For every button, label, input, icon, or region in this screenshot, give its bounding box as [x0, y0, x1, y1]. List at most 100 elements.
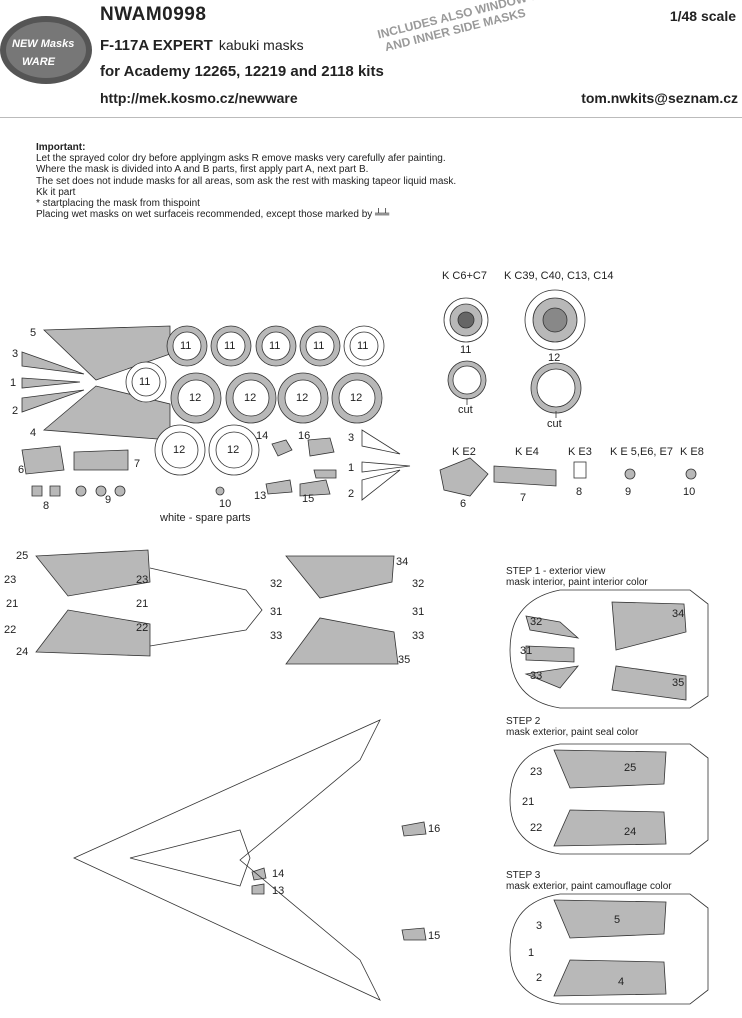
- part-num: 25: [624, 762, 637, 774]
- ring-label-11: 11: [269, 340, 281, 352]
- ring-label-12: 12: [350, 392, 363, 404]
- part-num-8: 8: [576, 486, 583, 498]
- ring-label-12: 12: [227, 444, 240, 456]
- part-num: 35: [398, 654, 411, 666]
- part-num: 3: [536, 920, 543, 932]
- kit-label-c6c7: K C6+C7: [442, 270, 487, 282]
- ring-label-11: 11: [313, 340, 325, 352]
- product-code: NWAM0998: [100, 4, 207, 25]
- part-num: 31: [270, 606, 283, 618]
- note-line: Let the sprayed color dry before applyin…: [36, 153, 446, 165]
- ring-11-row: [125, 325, 385, 403]
- part-num: 7: [134, 458, 141, 470]
- part-num: 13: [254, 490, 267, 502]
- cut-label-2: cut: [547, 418, 562, 430]
- part-num: 23: [136, 574, 149, 586]
- kit-compat: for Academy 12265, 12219 and 2118 kits: [100, 63, 384, 80]
- header-divider: [0, 117, 742, 118]
- wheel-12: [524, 289, 586, 414]
- part-num: 25: [16, 550, 29, 562]
- part-num: 3: [348, 432, 355, 444]
- ring-label-11: 11: [357, 340, 369, 352]
- part-num: 21: [522, 796, 535, 808]
- step1-part-33: [524, 665, 579, 689]
- mask-part-8a: [31, 485, 43, 497]
- step2-outline: [509, 743, 709, 855]
- part-num: 5: [30, 327, 37, 339]
- mask-part-24: [35, 609, 151, 657]
- part-num: 22: [4, 624, 17, 636]
- note-line: Placing wet masks on wet surfaceis recom…: [36, 209, 390, 221]
- website-link[interactable]: http://mek.kosmo.cz/newware: [100, 90, 298, 106]
- part-num: 35: [672, 677, 685, 689]
- ring-label-11: 11: [224, 340, 236, 352]
- part-num: 8: [43, 500, 50, 512]
- part-num: 1: [348, 462, 355, 474]
- mask-part-6-ke2: [439, 457, 489, 497]
- part-num: 2: [536, 972, 543, 984]
- step1-part-34: [611, 601, 687, 651]
- mask-part-6: [21, 445, 65, 475]
- part-num: 15: [302, 493, 315, 505]
- part-num: 24: [624, 826, 637, 838]
- mask-part-7-ke4: [493, 465, 557, 487]
- part-num: 16: [428, 823, 441, 835]
- part-num-10: 10: [683, 486, 696, 498]
- cut-label-1: cut: [458, 404, 473, 416]
- step3-part-5: [553, 899, 667, 939]
- part-num: 32: [530, 616, 543, 628]
- ring-label-12: 12: [296, 392, 309, 404]
- mask-part-14: [271, 439, 293, 457]
- part-num: 4: [30, 427, 37, 439]
- mask-part-10a: [215, 486, 225, 496]
- part-num: 3: [12, 348, 19, 360]
- part-num: 4: [618, 976, 625, 988]
- ring-label-11: 11: [139, 376, 151, 388]
- mask-part-1b: [361, 461, 411, 473]
- step1-outline: [509, 589, 709, 709]
- part-num: 23: [4, 574, 17, 586]
- step1-part-31: [525, 645, 575, 663]
- part-num: 24: [16, 646, 29, 658]
- part-num: 33: [270, 630, 283, 642]
- mask-part-25: [35, 549, 151, 597]
- step2-part-24: [553, 809, 667, 847]
- note-line: Where the mask is divided into A and B p…: [36, 164, 369, 176]
- aircraft-plan-view: [73, 719, 381, 1001]
- step1-part-32: [525, 615, 580, 639]
- ring-12-row: [154, 372, 383, 476]
- part-num-7: 7: [520, 492, 527, 504]
- part-num: 34: [672, 608, 685, 620]
- mask-part-9-ke5: [624, 468, 636, 480]
- note-line: The set does not indude masks for all ar…: [36, 175, 457, 187]
- title-text: F-117A EXPERT: [100, 37, 213, 54]
- step3-outline: [509, 893, 709, 1005]
- mask-part-9a: [75, 485, 87, 497]
- mask-part-2b: [361, 469, 401, 501]
- kit-label-e8: K E8: [680, 446, 704, 458]
- part-num: 10: [219, 498, 232, 510]
- notes-heading: Important:: [36, 142, 86, 153]
- kit-label-e2: K E2: [452, 446, 476, 458]
- mask-part-8-ke3: [573, 461, 587, 479]
- newware-logo: NEW Masks WARE: [0, 16, 92, 84]
- mask-part-2: [21, 389, 85, 413]
- part-num: 14: [272, 868, 285, 880]
- wheel-part-12: 12: [548, 352, 561, 364]
- ring-label-11: 11: [180, 340, 192, 352]
- part-num: 2: [12, 405, 19, 417]
- part-num: 9: [105, 494, 112, 506]
- ring-label-12: 12: [173, 444, 186, 456]
- mask-part-3b: [361, 429, 401, 455]
- email-link[interactable]: tom.nwkits@seznam.cz: [581, 90, 738, 106]
- part-num: 31: [520, 645, 533, 657]
- step1-part-35: [611, 665, 687, 701]
- part-num: 23: [530, 766, 543, 778]
- note-line: Kk it part: [36, 186, 76, 198]
- mask-part-35: [285, 617, 399, 665]
- part-num: 34: [396, 556, 409, 568]
- wheel-part-11: 11: [460, 344, 472, 356]
